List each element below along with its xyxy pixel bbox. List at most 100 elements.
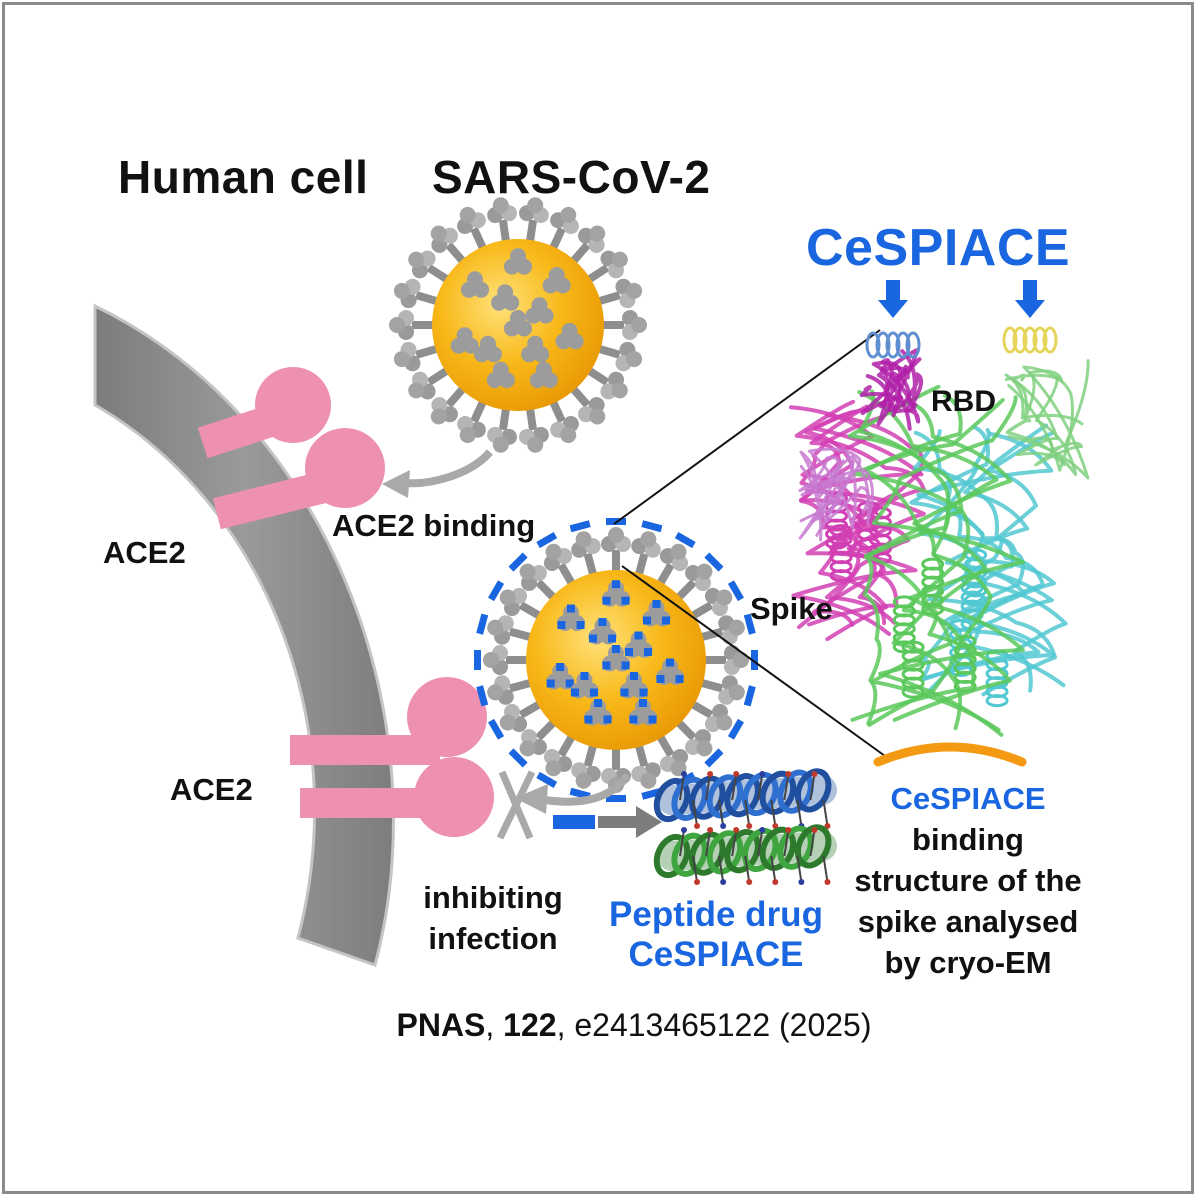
sars-cov-2-title: SARS-CoV-2 bbox=[432, 151, 711, 203]
spike-protein bbox=[408, 250, 450, 283]
ace2-binding-label: ACE2 binding bbox=[332, 508, 536, 543]
spike-protein bbox=[487, 197, 517, 243]
ace2-label-top: ACE2 bbox=[103, 535, 186, 570]
spike-protein bbox=[602, 310, 647, 340]
spike-topview bbox=[601, 580, 631, 607]
peptide-drug-name: CeSPIACE bbox=[628, 935, 804, 974]
spike-protein bbox=[488, 580, 542, 620]
spike-label: Spike bbox=[750, 591, 833, 626]
spike-protein bbox=[508, 719, 557, 768]
cespiace-title: CeSPIACE bbox=[806, 219, 1071, 277]
spike-cryo-em-structure bbox=[788, 326, 1090, 737]
binding-arrow bbox=[382, 449, 494, 498]
membrane-bracket bbox=[873, 742, 1027, 767]
spike-topview bbox=[624, 631, 653, 658]
ace2-receptor bbox=[290, 677, 487, 765]
spike-topview bbox=[460, 271, 490, 298]
spike-protein bbox=[597, 278, 643, 309]
citation-sep: , bbox=[556, 1007, 575, 1043]
spike-protein bbox=[476, 675, 533, 707]
spike-protein bbox=[457, 206, 487, 251]
drug-bar bbox=[553, 815, 595, 829]
human-cell-title: Human cell bbox=[118, 151, 369, 203]
down-arrow-icon bbox=[1015, 280, 1045, 318]
spike-protein bbox=[536, 734, 576, 788]
peptide-drug-label: Peptide drug bbox=[609, 895, 823, 934]
spike-protein bbox=[597, 341, 643, 372]
spike-protein bbox=[569, 385, 606, 425]
spike-protein bbox=[690, 580, 744, 620]
virion-with-cespiace bbox=[474, 518, 758, 802]
binding-caption-1: CeSPIACE bbox=[890, 781, 1046, 816]
binding-caption-4: spike analysed bbox=[857, 904, 1079, 939]
citation-volume: 122 bbox=[503, 1007, 557, 1043]
spike-protein bbox=[430, 385, 467, 425]
spike-protein bbox=[389, 310, 434, 340]
spike-protein bbox=[601, 518, 631, 572]
spike-topview bbox=[570, 672, 599, 699]
rbd-label: RBD bbox=[931, 385, 996, 418]
peptide-helix-green bbox=[653, 824, 837, 885]
spike-protein bbox=[393, 278, 439, 309]
spike-topview bbox=[503, 248, 533, 275]
spike-protein bbox=[474, 645, 528, 675]
citation-article: e2413465122 (2025) bbox=[574, 1007, 872, 1043]
binding-caption-2: binding bbox=[912, 822, 1024, 857]
spike-topview bbox=[588, 618, 617, 645]
spike-protein bbox=[569, 743, 601, 800]
spike-topview bbox=[583, 699, 613, 726]
ace2-receptor bbox=[197, 367, 331, 459]
citation-journal: PNAS bbox=[396, 1007, 486, 1043]
spike-topview bbox=[601, 645, 631, 672]
spike-protein bbox=[675, 719, 724, 768]
spike-topview bbox=[642, 600, 671, 627]
inhibiting-label-1: inhibiting bbox=[423, 880, 563, 915]
blocked-arrow bbox=[515, 772, 632, 814]
spike-topview bbox=[521, 335, 550, 363]
spike-topview bbox=[556, 604, 586, 631]
binding-caption-3: structure of the bbox=[854, 863, 1082, 898]
spike-protein bbox=[631, 520, 663, 577]
spike-protein bbox=[699, 613, 756, 645]
x-mark-icon bbox=[496, 770, 536, 840]
spike-protein bbox=[569, 520, 601, 577]
citation-sep: , bbox=[485, 1007, 504, 1043]
spike-protein bbox=[586, 367, 628, 400]
spike-protein bbox=[536, 532, 576, 586]
spike-protein bbox=[704, 645, 758, 675]
spike-protein bbox=[430, 225, 467, 265]
spike-topview bbox=[450, 327, 479, 354]
spike-protein bbox=[569, 225, 606, 265]
spike-protein bbox=[549, 206, 579, 251]
spike-protein bbox=[519, 407, 549, 453]
spike-topview bbox=[503, 310, 533, 337]
spike-topview bbox=[546, 663, 575, 690]
spike-protein bbox=[549, 399, 579, 444]
spike-protein bbox=[656, 532, 696, 586]
spike-topview bbox=[486, 361, 515, 389]
citation: PNAS, 122, e2413465122 (2025) bbox=[396, 1007, 871, 1044]
zoom-line bbox=[621, 565, 886, 757]
right-arrow-icon bbox=[598, 806, 662, 838]
peptide-helix-blue bbox=[653, 768, 837, 829]
down-arrow-icon bbox=[878, 280, 908, 318]
zoom-line bbox=[613, 329, 881, 525]
spike-protein bbox=[690, 700, 744, 740]
spike-protein bbox=[476, 613, 533, 645]
spike-protein bbox=[631, 743, 663, 800]
spike-protein bbox=[408, 367, 450, 400]
spike-topview bbox=[529, 361, 558, 389]
spike-topview bbox=[619, 672, 649, 699]
spike-protein bbox=[488, 700, 542, 740]
binding-caption-5: by cryo-EM bbox=[884, 945, 1052, 980]
spike-protein bbox=[487, 407, 517, 453]
spike-topview bbox=[655, 658, 685, 685]
spike-protein bbox=[508, 552, 557, 601]
ace2-receptor bbox=[213, 428, 385, 530]
spike-topview bbox=[555, 322, 584, 350]
spike-topview bbox=[491, 284, 520, 311]
virion-sars-cov-2 bbox=[389, 197, 647, 453]
spike-protein bbox=[699, 675, 756, 707]
cell-membrane bbox=[93, 303, 395, 967]
